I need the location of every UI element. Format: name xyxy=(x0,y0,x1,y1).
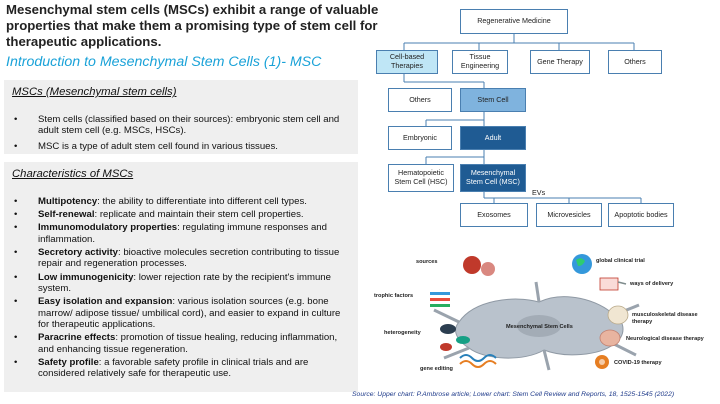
virus-icon xyxy=(595,355,609,369)
msc-definition-heading: MSCs (Mesenchymal stem cells) xyxy=(12,86,177,98)
tree-connectors xyxy=(403,34,642,203)
regenerative-medicine-node: Regenerative Medicine xyxy=(460,9,568,34)
regenerative-medicine-tree: Regenerative Medicine Cell-based Therapi… xyxy=(364,0,720,250)
microvesicles-node: Microvesicles xyxy=(536,203,602,227)
label-gene-editing: gene editing xyxy=(420,366,453,372)
list-item: Easy isolation and expansion: various is… xyxy=(12,296,350,330)
msc-definition-panel: MSCs (Mesenchymal stem cells) Stem cells… xyxy=(4,80,358,154)
others-therapy-node: Others xyxy=(608,50,662,74)
list-item: Multipotency: the ability to differentia… xyxy=(12,196,350,208)
hsc-node: Hematopoietic Stem Cell (HSC) xyxy=(388,164,454,192)
label-covid-therapy: COVID-19 therapy xyxy=(614,360,662,366)
globe-icon xyxy=(572,254,592,274)
label-sources: sources xyxy=(416,259,438,265)
list-item: Immunomodulatory properties: regulating … xyxy=(12,222,350,245)
label-global-clinical-trial: global clinical trial xyxy=(596,258,645,264)
item-term: Low immunogenicity xyxy=(38,271,134,283)
msc-definition-list: Stem cells (classified based on their so… xyxy=(12,114,350,156)
brain-icon xyxy=(599,329,621,347)
msc-applications-figure: sources trophic factors heterogeneity ge… xyxy=(364,250,720,386)
gene-therapy-node: Gene Therapy xyxy=(530,50,590,74)
item-term: Self-renewal xyxy=(38,209,95,221)
item-term: Secretory activity xyxy=(38,247,118,259)
item-text: : regulating immune responses and inflam… xyxy=(38,222,327,245)
characteristics-heading: Characteristics of MSCs xyxy=(12,168,134,180)
list-item: MSC is a type of adult stem cell found i… xyxy=(12,141,350,153)
msc-node: Mesenchymal Stem Cell (MSC) xyxy=(460,164,526,192)
item-text: : lower rejection rate by the recipient'… xyxy=(38,271,331,295)
list-item: Low immunogenicity: lower rejection rate… xyxy=(12,272,350,295)
evs-label: EVs xyxy=(532,188,546,197)
apoptotic-bodies-node: Apoptotic bodies xyxy=(608,203,674,227)
label-heterogeneity: heterogeneity xyxy=(384,330,421,336)
list-item: Secretory activity: bioactive molecules … xyxy=(12,247,350,270)
msc-characteristics-panel: Characteristics of MSCs Multipotency: th… xyxy=(4,162,358,392)
sources-icon xyxy=(463,256,495,276)
source-citation: Source: Upper chart: P.Ambrose article; … xyxy=(352,391,675,398)
embryonic-node: Embryonic xyxy=(388,126,452,150)
list-item: Safety profile: a favorable safety profi… xyxy=(12,357,350,380)
item-text: : various isolation sources (e.g. bone m… xyxy=(38,296,341,331)
msc-illustration xyxy=(430,254,640,371)
item-term: Safety profile xyxy=(38,356,99,368)
tissue-engineering-node: Tissue Engineering xyxy=(452,50,508,74)
msc-cell-graphic xyxy=(433,281,640,371)
label-ways-of-delivery: ways of delivery xyxy=(630,281,674,287)
others-cell-node: Others xyxy=(388,88,452,112)
item-term: Easy isolation and expansion xyxy=(38,296,173,308)
stem-cell-node: Stem Cell xyxy=(460,88,526,112)
list-item: Stem cells (classified based on their so… xyxy=(12,114,350,137)
item-term: Paracrine effects xyxy=(38,332,116,344)
label-musculoskeletal: musculoskeletal disease therapy xyxy=(632,312,698,325)
item-text: : the ability to differentiate into diff… xyxy=(97,196,307,207)
cell-based-therapies-node: Cell-based Therapies xyxy=(376,50,438,74)
list-item: Paracrine effects: promotion of tissue h… xyxy=(12,332,350,355)
item-text: : replicate and maintain their stem cell… xyxy=(94,209,304,221)
slide-title: Mesenchymal stem cells (MSCs) exhibit a … xyxy=(6,2,379,49)
list-item: Self-renewal: replicate and maintain the… xyxy=(12,209,350,221)
slide-subtitle: Introduction to Mesenchymal Stem Cells (… xyxy=(6,54,322,70)
characteristics-list: Multipotency: the ability to differentia… xyxy=(12,196,350,381)
adult-node: Adult xyxy=(460,126,526,150)
bone-icon xyxy=(607,305,629,325)
exosomes-node: Exosomes xyxy=(460,203,528,227)
item-text: : promotion of tissue healing, reducing … xyxy=(38,332,338,355)
item-text: : bioactive molecules secretion contribu… xyxy=(38,247,340,270)
trophic-factors-icon xyxy=(430,292,450,307)
heterogeneity-icon xyxy=(440,324,470,351)
label-trophic-factors: trophic factors xyxy=(374,293,414,299)
label-neurological: Neurological disease therapy xyxy=(626,336,704,342)
item-term: Immunomodulatory properties xyxy=(38,222,178,234)
label-msc-center: Mesenchymal Stem Cells xyxy=(506,324,573,330)
gene-editing-icon xyxy=(459,354,497,368)
item-term: Multipotency xyxy=(38,196,98,207)
item-text: : a favorable safety profile in clinical… xyxy=(38,356,309,380)
delivery-icon xyxy=(599,277,627,291)
